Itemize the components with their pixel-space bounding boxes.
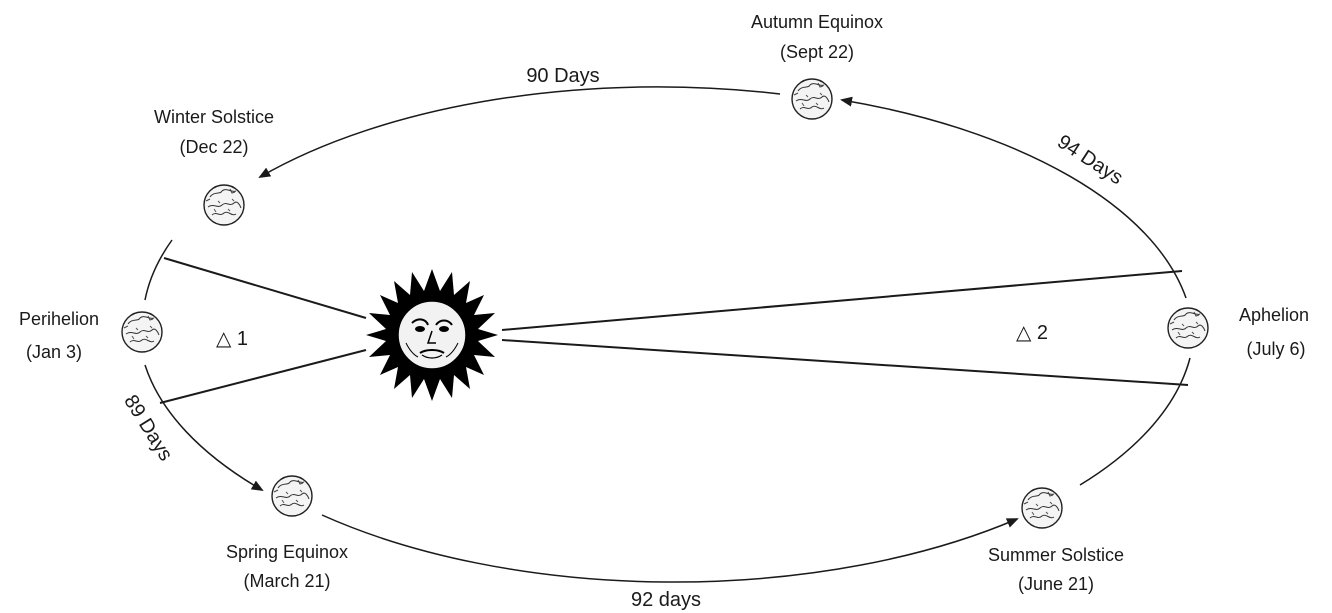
orbit-arc-perihelion-to-spring [144, 364, 264, 492]
orbit-arc-summer-to-aphelion [1079, 357, 1191, 486]
label-perihelion-date: (Jan 3) [26, 342, 82, 362]
area2-lower-line [501, 339, 1189, 386]
area1-lower-line [159, 349, 367, 404]
orbit-arc-autumn-to-winter [258, 86, 781, 178]
area-label-near: △ 1 [216, 328, 248, 350]
label-autumn-date: (Sept 22) [780, 42, 854, 62]
area2-upper-line [501, 270, 1183, 331]
duration-perihelion-to-spring: 89 Days [119, 391, 177, 465]
label-autumn-name: Autumn Equinox [751, 12, 883, 32]
earth-icon-spring [271, 475, 313, 517]
label-summer-name: Summer Solstice [988, 545, 1124, 565]
orbit-arc-aphelion-to-autumn [840, 96, 1187, 299]
area-lines [159, 257, 1189, 404]
label-aphelion-date: (July 6) [1246, 339, 1305, 359]
label-winter-date: (Dec 22) [179, 137, 248, 157]
duration-aphelion-to-autumn: 94 Days [1053, 131, 1127, 189]
label-summer-date: (June 21) [1018, 574, 1094, 594]
sun-icon [366, 269, 498, 401]
orbit-ellipse [144, 86, 1191, 583]
label-spring-date: (March 21) [243, 571, 330, 591]
label-perihelion-name: Perihelion [19, 309, 99, 329]
orbit-arc-winter-to-perihelion [144, 239, 173, 301]
duration-spring-to-summer: 92 days [631, 589, 701, 611]
earth-icon-autumn [791, 78, 833, 120]
earth-icon-winter [203, 184, 245, 226]
orbit-arc-spring-to-summer [321, 514, 1019, 583]
earth-icon-perihelion [121, 311, 163, 353]
duration-autumn-to-winter: 90 Days [526, 65, 599, 87]
label-spring-name: Spring Equinox [226, 542, 348, 562]
label-aphelion-name: Aphelion [1239, 305, 1309, 325]
label-winter-name: Winter Solstice [154, 107, 274, 127]
earth-icon-aphelion [1167, 307, 1209, 349]
area-label-far: △ 2 [1016, 322, 1048, 344]
earth-icon-summer [1021, 487, 1063, 529]
area1-upper-line [163, 257, 367, 319]
